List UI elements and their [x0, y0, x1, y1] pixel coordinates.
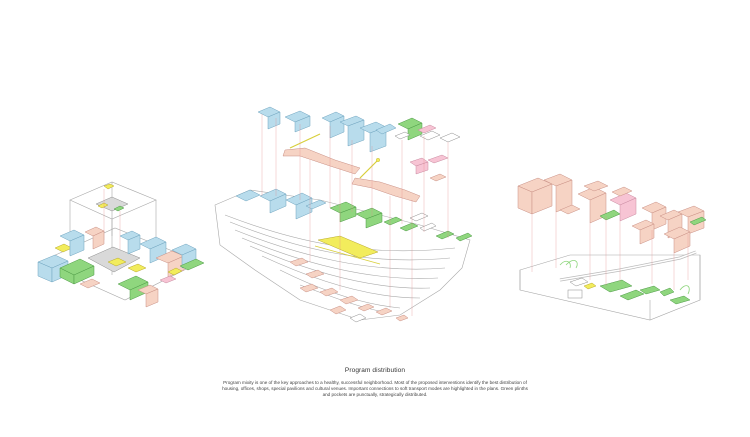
right-building-blocks: [517, 173, 707, 254]
left-buildings: [37, 226, 205, 308]
center-housing-layer: [282, 147, 449, 203]
center-site-base: [214, 188, 473, 323]
right-site-base: [519, 250, 701, 321]
center-upper-layer: [257, 106, 461, 153]
right-projection-lines: [531, 212, 689, 290]
caption-title: Program distribution: [344, 367, 406, 374]
left-floating-pavilion-box: [69, 181, 157, 275]
right-exploded-axonometric: [517, 173, 707, 321]
center-exploded-axonometric: [214, 106, 473, 323]
left-axonometric-cluster: [37, 181, 205, 308]
caption-body: Program mixity is one of the key approac…: [222, 380, 528, 398]
center-projection-lines: [261, 114, 449, 316]
